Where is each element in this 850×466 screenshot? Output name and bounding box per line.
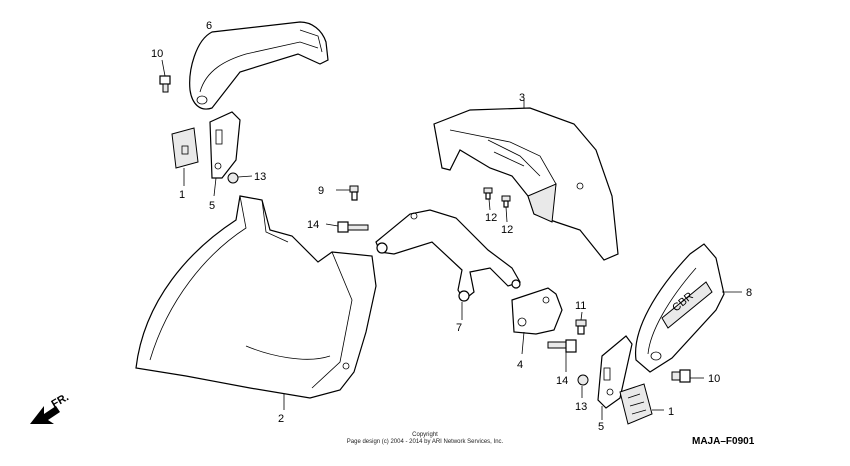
part-5-bracket-upper bbox=[209, 111, 241, 197]
callout-12-a: 12 bbox=[485, 212, 497, 224]
part-14-bolt-middle bbox=[325, 221, 369, 233]
part-1-pad-upper bbox=[171, 127, 199, 186]
callout-5-upper: 5 bbox=[209, 200, 215, 212]
callout-9: 9 bbox=[318, 185, 324, 197]
part-4-bracket bbox=[511, 287, 563, 355]
part-9-screw bbox=[336, 185, 359, 201]
callout-8: 8 bbox=[746, 287, 752, 299]
part-12-screws bbox=[483, 187, 511, 223]
part-1-pad-lower bbox=[619, 383, 664, 425]
callout-14-middle: 14 bbox=[307, 219, 319, 231]
callout-2: 2 bbox=[278, 413, 284, 425]
callout-11: 11 bbox=[575, 300, 586, 312]
callout-12-b: 12 bbox=[501, 224, 513, 236]
part-3-rear-fender-section bbox=[433, 100, 619, 261]
part-5-bracket-lower bbox=[597, 335, 633, 420]
part-10-bolt-lower bbox=[671, 369, 704, 383]
callout-10-lower: 10 bbox=[708, 373, 720, 385]
copyright-line-2: Page design (c) 2004 - 2014 by ARI Netwo… bbox=[347, 439, 504, 445]
copyright-line-1: Copyright bbox=[412, 432, 438, 438]
part-13-nut-lower bbox=[577, 374, 589, 398]
part-2-front-fender bbox=[135, 195, 377, 410]
callout-3: 3 bbox=[519, 92, 525, 104]
part-7-fender-stay bbox=[375, 209, 521, 320]
front-direction-arrow: FR. bbox=[30, 391, 71, 424]
part-11-screw bbox=[575, 311, 587, 335]
diagram-code: MAJA–F0901 bbox=[692, 436, 755, 447]
part-6-upper-cover bbox=[189, 21, 329, 110]
direction-label: FR. bbox=[50, 391, 71, 410]
part-8-lower-cover: CBR bbox=[634, 243, 742, 373]
callout-6: 6 bbox=[206, 20, 212, 32]
callout-14-lower: 14 bbox=[556, 375, 568, 387]
callout-7: 7 bbox=[456, 322, 462, 334]
part-13-nut-upper bbox=[227, 172, 253, 184]
callout-13-lower: 13 bbox=[575, 401, 587, 413]
part-14-bolt-lower bbox=[547, 339, 577, 372]
part-10-bolt-upper bbox=[159, 59, 171, 93]
callout-13-upper: 13 bbox=[254, 171, 266, 183]
callout-5-lower: 5 bbox=[598, 421, 604, 433]
callout-1-lower: 1 bbox=[668, 406, 674, 418]
callout-1-upper: 1 bbox=[179, 189, 185, 201]
callout-4: 4 bbox=[517, 359, 523, 371]
callout-10-upper: 10 bbox=[151, 48, 163, 60]
